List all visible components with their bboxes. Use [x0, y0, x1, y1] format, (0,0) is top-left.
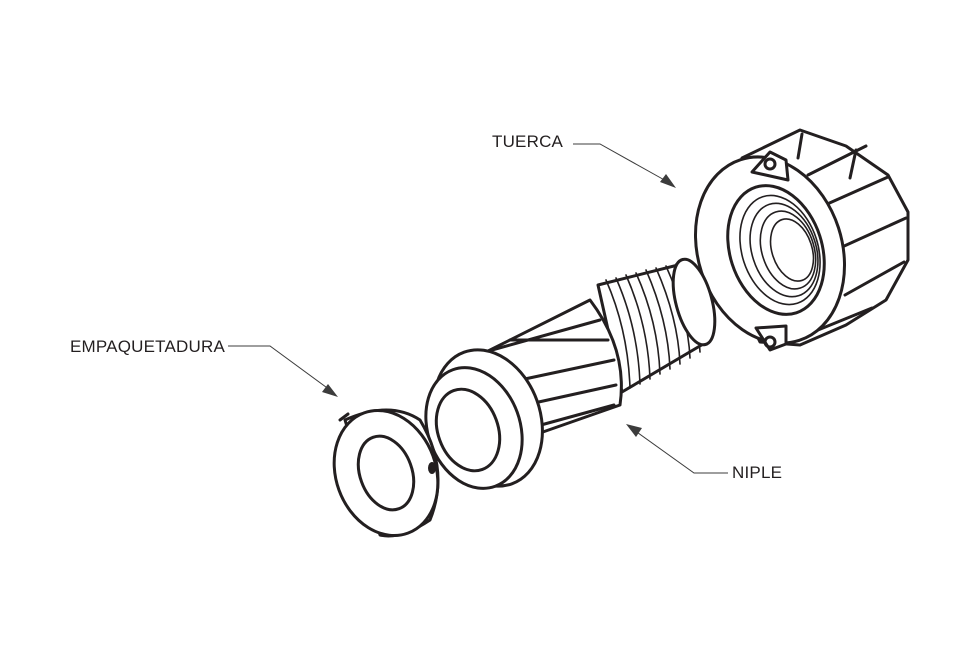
nipple-label: NIPLE [732, 463, 783, 482]
nut-part [693, 128, 910, 352]
nut-label: TUERCA [492, 132, 564, 151]
gasket-leader [228, 345, 338, 397]
gasket-part [332, 408, 440, 538]
nipple-leader [626, 424, 728, 474]
gasket-label: EMPAQUETADURA [70, 337, 225, 356]
nipple-part [424, 257, 717, 490]
nut-leader [573, 143, 676, 188]
